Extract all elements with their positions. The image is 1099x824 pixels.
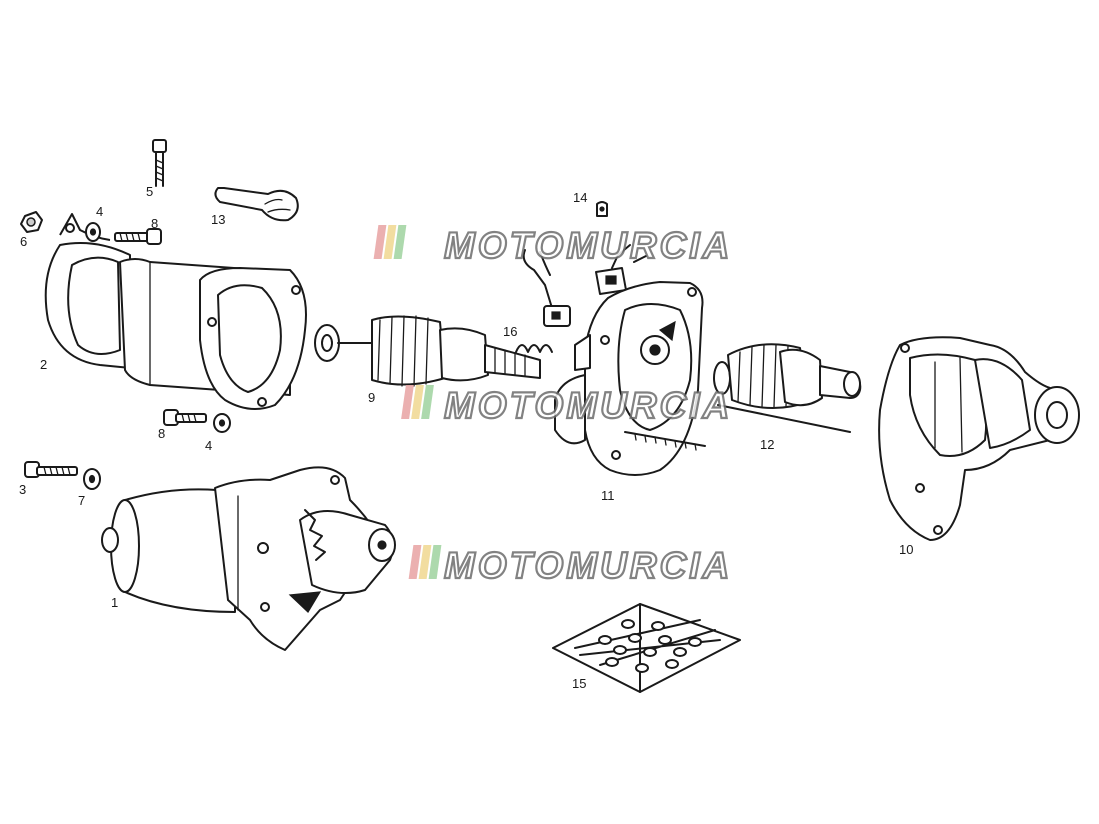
watermark-text-middle: MOTOMURCIA <box>444 385 732 426</box>
part-14-brush-terminal <box>522 201 647 327</box>
part-1-starter-motor <box>101 466 396 651</box>
watermark-middle: MOTOMURCIA <box>401 384 732 427</box>
label-part-4-upper: 4 <box>96 204 103 219</box>
label-part-2: 2 <box>40 357 47 372</box>
part-8-screw-lower <box>163 409 207 426</box>
label-part-9: 9 <box>368 390 375 405</box>
label-part-13: 13 <box>211 212 225 227</box>
label-part-11: 11 <box>601 488 615 503</box>
part-5-bolt <box>152 139 167 187</box>
part-11-end-plate <box>554 281 706 476</box>
part-4-washer-lower <box>213 413 231 433</box>
watermark-text-bottom: MOTOMURCIA <box>444 545 732 586</box>
part-2-yoke-housing <box>44 213 307 410</box>
part-4-washer-upper <box>85 222 101 242</box>
part-3-long-bolt <box>24 461 78 478</box>
label-part-14: 14 <box>573 190 587 205</box>
label-part-12: 12 <box>760 437 774 452</box>
label-part-8-lower: 8 <box>158 426 165 441</box>
label-part-15: 15 <box>572 676 586 691</box>
label-part-10: 10 <box>899 542 913 557</box>
label-part-7: 7 <box>78 493 85 508</box>
part-8-screw-upper <box>114 228 162 245</box>
part-15-hardware-kit <box>552 603 741 693</box>
label-part-3: 3 <box>19 482 26 497</box>
watermark-top: MOTOMURCIA <box>373 224 732 267</box>
label-part-1: 1 <box>111 595 118 610</box>
part-16-spring <box>515 344 553 353</box>
label-part-4-lower: 4 <box>205 438 212 453</box>
part-7-washer <box>83 468 101 490</box>
part-labels: 1 2 3 4 4 5 6 7 8 8 9 10 11 12 13 14 15 … <box>19 184 913 691</box>
watermark-text-top: MOTOMURCIA <box>444 225 732 266</box>
watermark-bottom: MOTOMURCIA <box>408 544 732 587</box>
label-part-5: 5 <box>146 184 153 199</box>
part-6-nut <box>20 211 43 233</box>
label-part-16: 16 <box>503 324 517 339</box>
label-part-8-upper: 8 <box>151 216 158 231</box>
part-9-armature <box>314 315 541 387</box>
part-13-grommet <box>214 187 299 222</box>
part-10-drive-housing <box>878 336 1080 541</box>
part-12-drive-pinion <box>713 343 862 433</box>
label-part-6: 6 <box>20 234 27 249</box>
